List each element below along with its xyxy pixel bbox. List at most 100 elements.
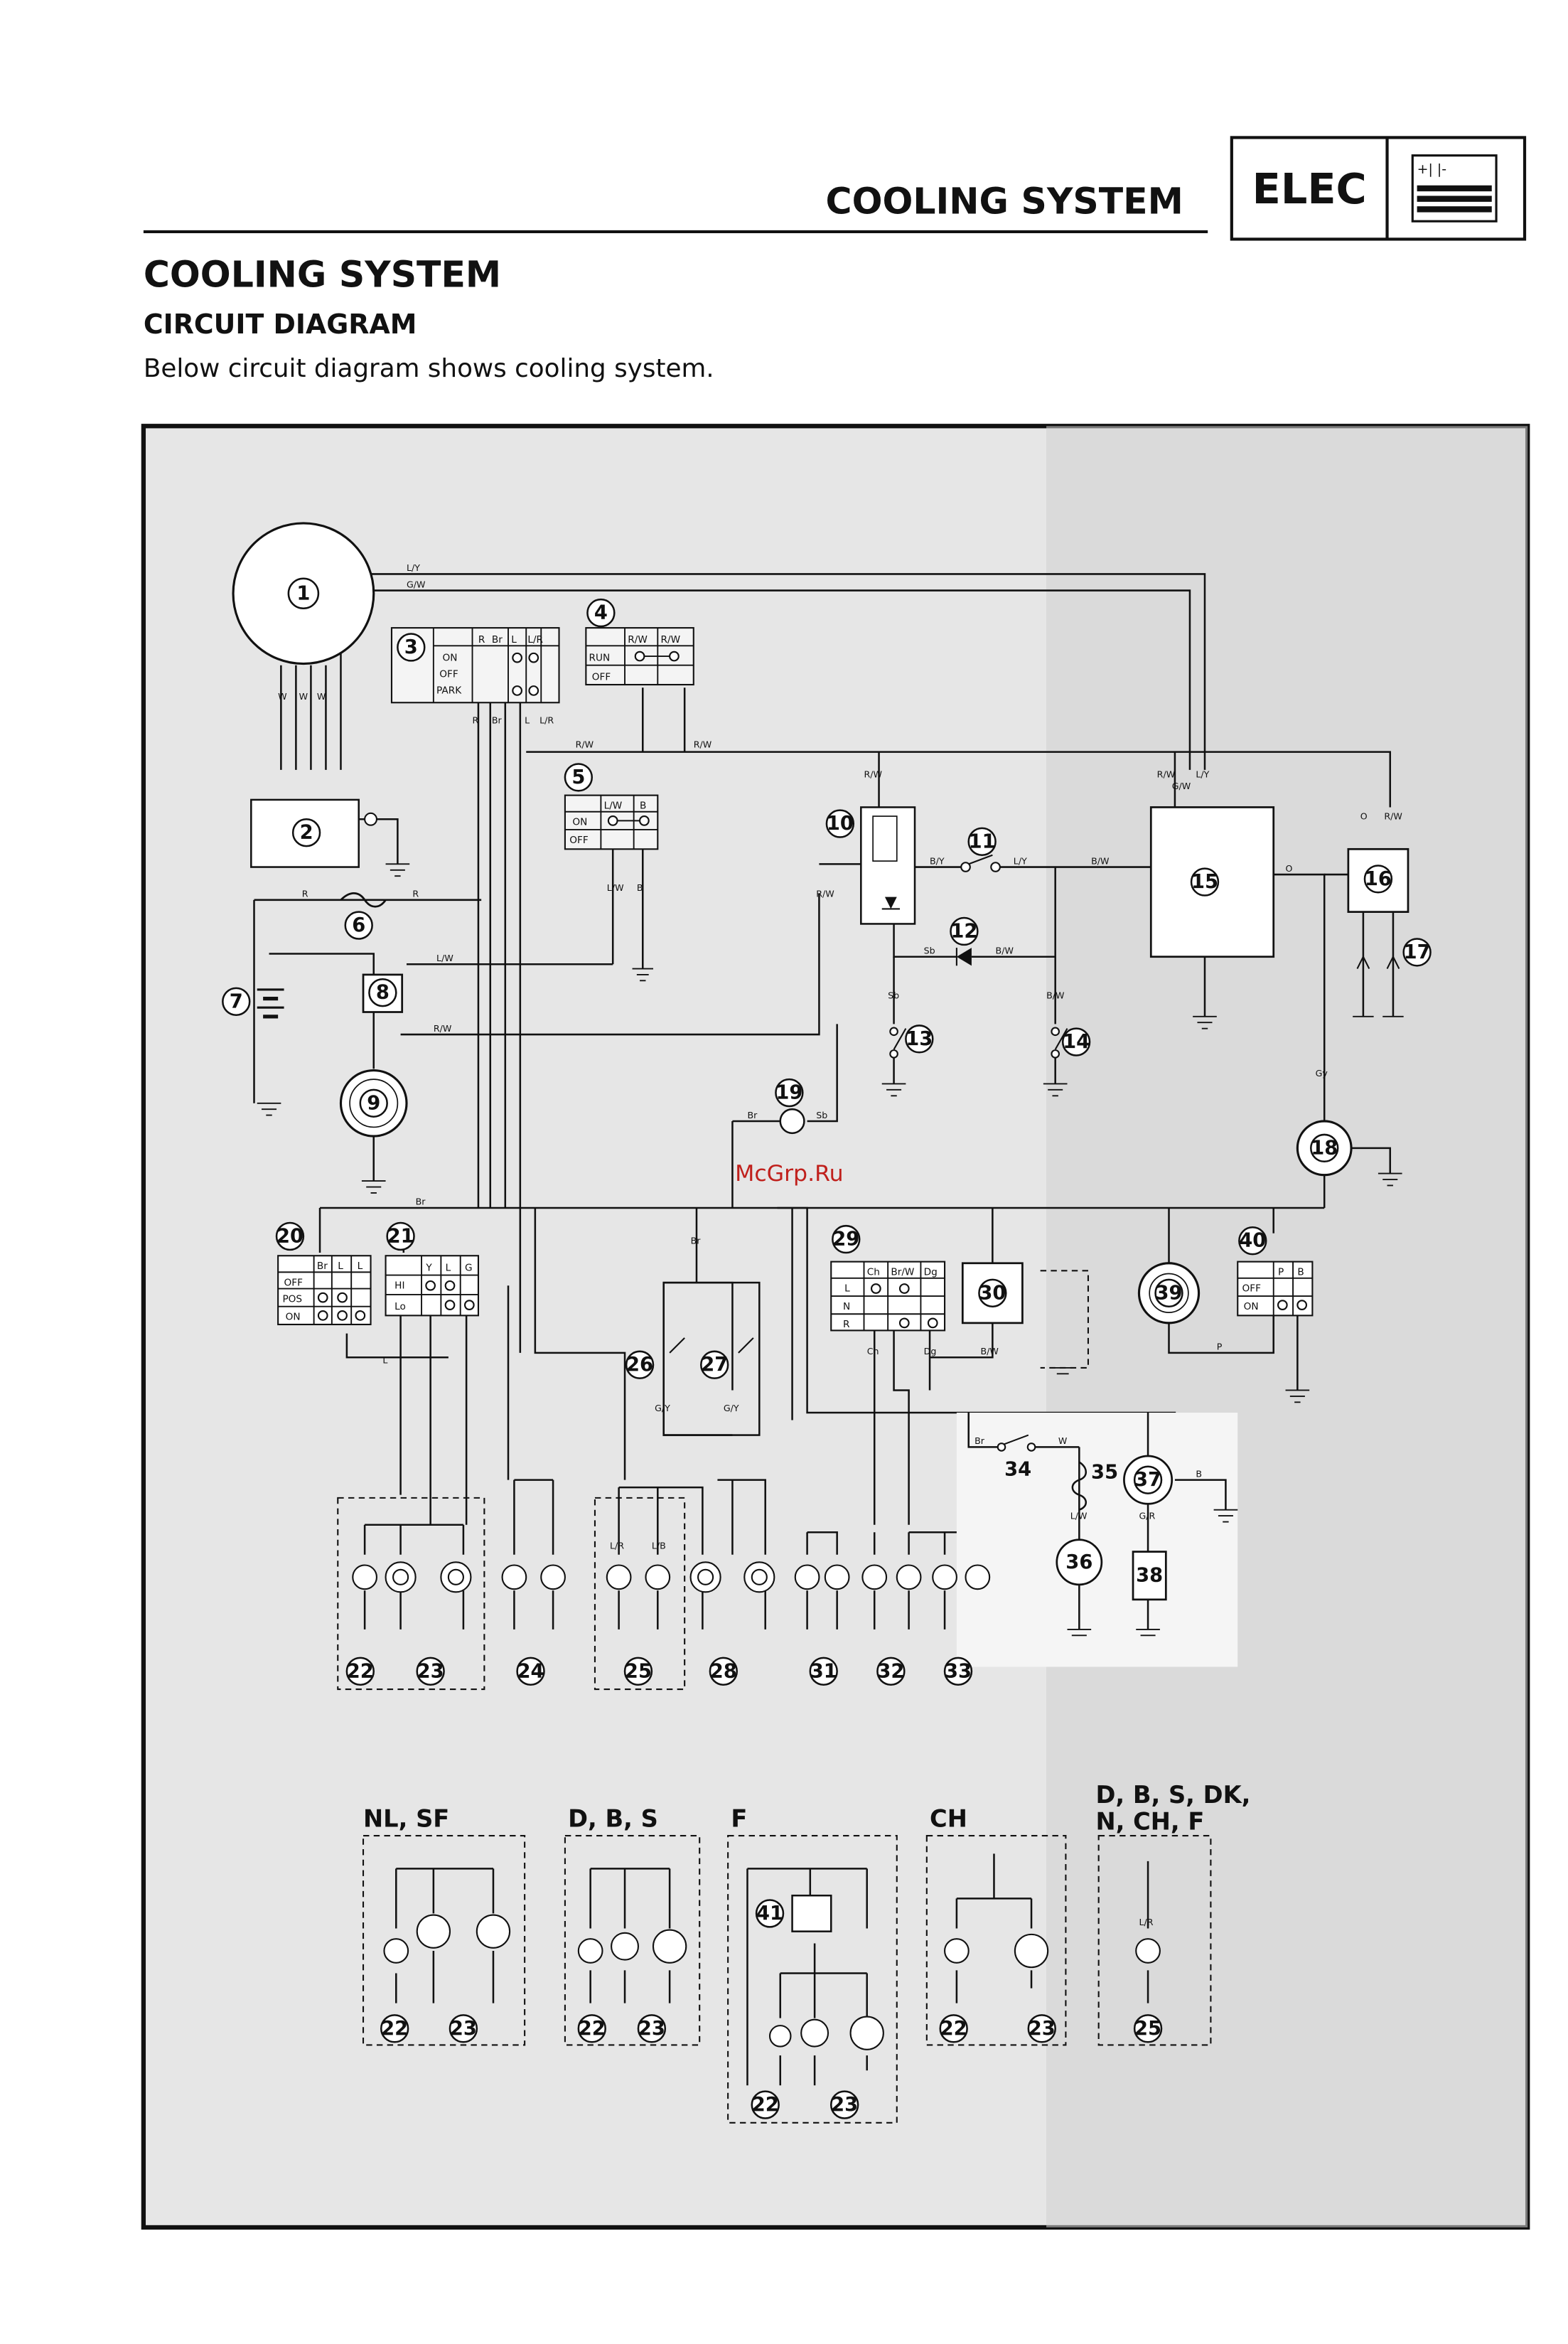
svg-text:25: 25 — [1134, 2018, 1161, 2040]
wire-label-gr-38: G/R — [1139, 1510, 1155, 1521]
variant-dbs-lamp-22 — [577, 1938, 603, 1964]
component-36-motor — [1056, 1538, 1103, 1586]
variant-dbsdk-lamp-25 — [1135, 1938, 1161, 1964]
wire-label-lw-36: L/W — [1070, 1510, 1088, 1521]
switch20-col-l2: L — [358, 1261, 363, 1272]
region-label-dbsdk-line1: D, B, S, DK, — [1095, 1781, 1250, 1809]
variant-dbs-lamp-23b — [652, 1929, 687, 1964]
component-4-engine-stop-switch: R/W R/W RUN OFF — [585, 627, 694, 686]
callout-22: 22 — [345, 1657, 375, 1686]
variant-f-lamp-a — [768, 2025, 792, 2048]
lamp-33b — [965, 1564, 991, 1590]
svg-text:40: 40 — [1239, 1230, 1266, 1252]
wire-label-ly: L/Y — [407, 562, 420, 573]
wire-label-br-19: Br — [747, 1110, 758, 1120]
switch40-row-on: ON — [1244, 1301, 1259, 1312]
wire-label-ly-neutral: L/Y — [1014, 855, 1027, 866]
svg-text:2: 2 — [300, 822, 313, 844]
callout-32: 32 — [876, 1657, 906, 1686]
wire-label-rw-relay: R/W — [434, 1023, 452, 1034]
callout-8: 8 — [368, 978, 397, 1007]
switch20-col-l1: L — [338, 1261, 343, 1272]
wire-label-br-bus: Br — [416, 1197, 426, 1207]
wire-label-rw-15: R/W — [1157, 769, 1176, 779]
region-label-ch: CH — [930, 1804, 967, 1832]
wire-label-gy-26: G/Y — [655, 1403, 670, 1413]
section-subtitle: CIRCUIT DIAGRAM — [144, 309, 417, 340]
component-7-battery — [257, 988, 284, 1019]
svg-text:41: 41 — [756, 1903, 783, 1925]
variant-nlsf-lamp-23b — [476, 1914, 511, 1949]
region-label-nl-sf: NL, SF — [363, 1804, 449, 1832]
wire-label-bw-14: B/W — [1046, 990, 1065, 1001]
wire-label-rw-coil: R/W — [1384, 810, 1402, 821]
wire-label-dg-turn: Dg — [924, 1346, 937, 1356]
component-14-switch — [1051, 1027, 1068, 1059]
switch29-col-dg: Dg — [924, 1267, 938, 1278]
lamp-23b — [440, 1561, 472, 1593]
wire-label-br-26: Br — [691, 1235, 702, 1246]
variant-callout-22-4: 22 — [751, 2090, 780, 2119]
svg-text:11: 11 — [969, 830, 996, 852]
wire-label-b-sw: B — [637, 882, 643, 893]
wire-label-bw-ignitor: B/W — [1091, 855, 1110, 866]
lamp-28a — [689, 1561, 721, 1593]
switch3-col-r: R — [478, 634, 485, 646]
component-10-diode-unit — [860, 806, 916, 925]
switch3-row-park: PARK — [436, 685, 462, 697]
wire-label-gw: G/W — [407, 579, 426, 589]
callout-2: 2 — [291, 818, 321, 847]
svg-text:34: 34 — [1004, 1458, 1031, 1480]
callout-24: 24 — [516, 1657, 545, 1686]
callout-31: 31 — [809, 1657, 838, 1686]
callout-30: 30 — [978, 1278, 1007, 1308]
wire-label-gy-27: G/Y — [724, 1403, 739, 1413]
callout-37: 37 — [1133, 1465, 1163, 1494]
wire-label-b-37: B — [1196, 1468, 1202, 1479]
switch4-col-1: R/W — [628, 634, 648, 646]
callout-38: 38 — [1136, 1565, 1163, 1587]
svg-text:22: 22 — [579, 2018, 606, 2040]
wire-label-o-coil: O — [1360, 810, 1368, 821]
svg-text:3: 3 — [404, 636, 418, 658]
callout-21: 21 — [386, 1221, 415, 1251]
callout-40: 40 — [1238, 1226, 1267, 1256]
callout-1: 1 — [287, 577, 320, 610]
header-section-title: COOLING SYSTEM — [826, 181, 1183, 223]
switch21-col-y: Y — [425, 1262, 432, 1273]
svg-text:39: 39 — [1155, 1282, 1182, 1304]
svg-text:23: 23 — [450, 2018, 477, 2040]
svg-text:33: 33 — [945, 1660, 972, 1682]
switch5-row-on: ON — [572, 817, 587, 828]
callout-18: 18 — [1310, 1133, 1339, 1163]
variant-ch-lamp-22 — [944, 1938, 970, 1964]
component-30-flasher-relay — [961, 1262, 1024, 1324]
wire-label-gw-15: G/W — [1172, 781, 1191, 791]
component-29-turn-signal-switch: Ch Br/W Dg L N R — [830, 1261, 946, 1332]
callout-34: 34 — [1004, 1458, 1031, 1480]
callout-5: 5 — [564, 763, 594, 792]
switch3-row-on: ON — [442, 652, 457, 663]
variant-f-lamp-c — [849, 2016, 884, 2050]
callout-14: 14 — [1061, 1027, 1091, 1056]
svg-text:26: 26 — [626, 1354, 653, 1376]
variant-callout-23-1: 23 — [449, 2014, 478, 2043]
callout-19: 19 — [775, 1078, 804, 1108]
switch20-row-off: OFF — [284, 1277, 304, 1288]
svg-text:21: 21 — [387, 1225, 414, 1247]
wire-label-rw-1: R/W — [576, 739, 594, 749]
svg-text:31: 31 — [810, 1660, 837, 1682]
wire-label-w3: W — [317, 691, 326, 702]
component-11-switch — [960, 854, 1001, 872]
svg-text:14: 14 — [1063, 1031, 1090, 1053]
callout-36: 36 — [1065, 1551, 1092, 1573]
variant-nlsf-lamp-23a — [416, 1914, 451, 1949]
switch3-row-off: OFF — [439, 669, 458, 680]
svg-text:17: 17 — [1404, 941, 1431, 963]
lamp-23a — [385, 1561, 417, 1593]
callout-3: 3 — [397, 633, 426, 662]
region-label-dbsdk-line2: N, CH, F — [1095, 1808, 1204, 1836]
callout-33: 33 — [943, 1657, 973, 1686]
relay-region-shade — [956, 1413, 1238, 1667]
